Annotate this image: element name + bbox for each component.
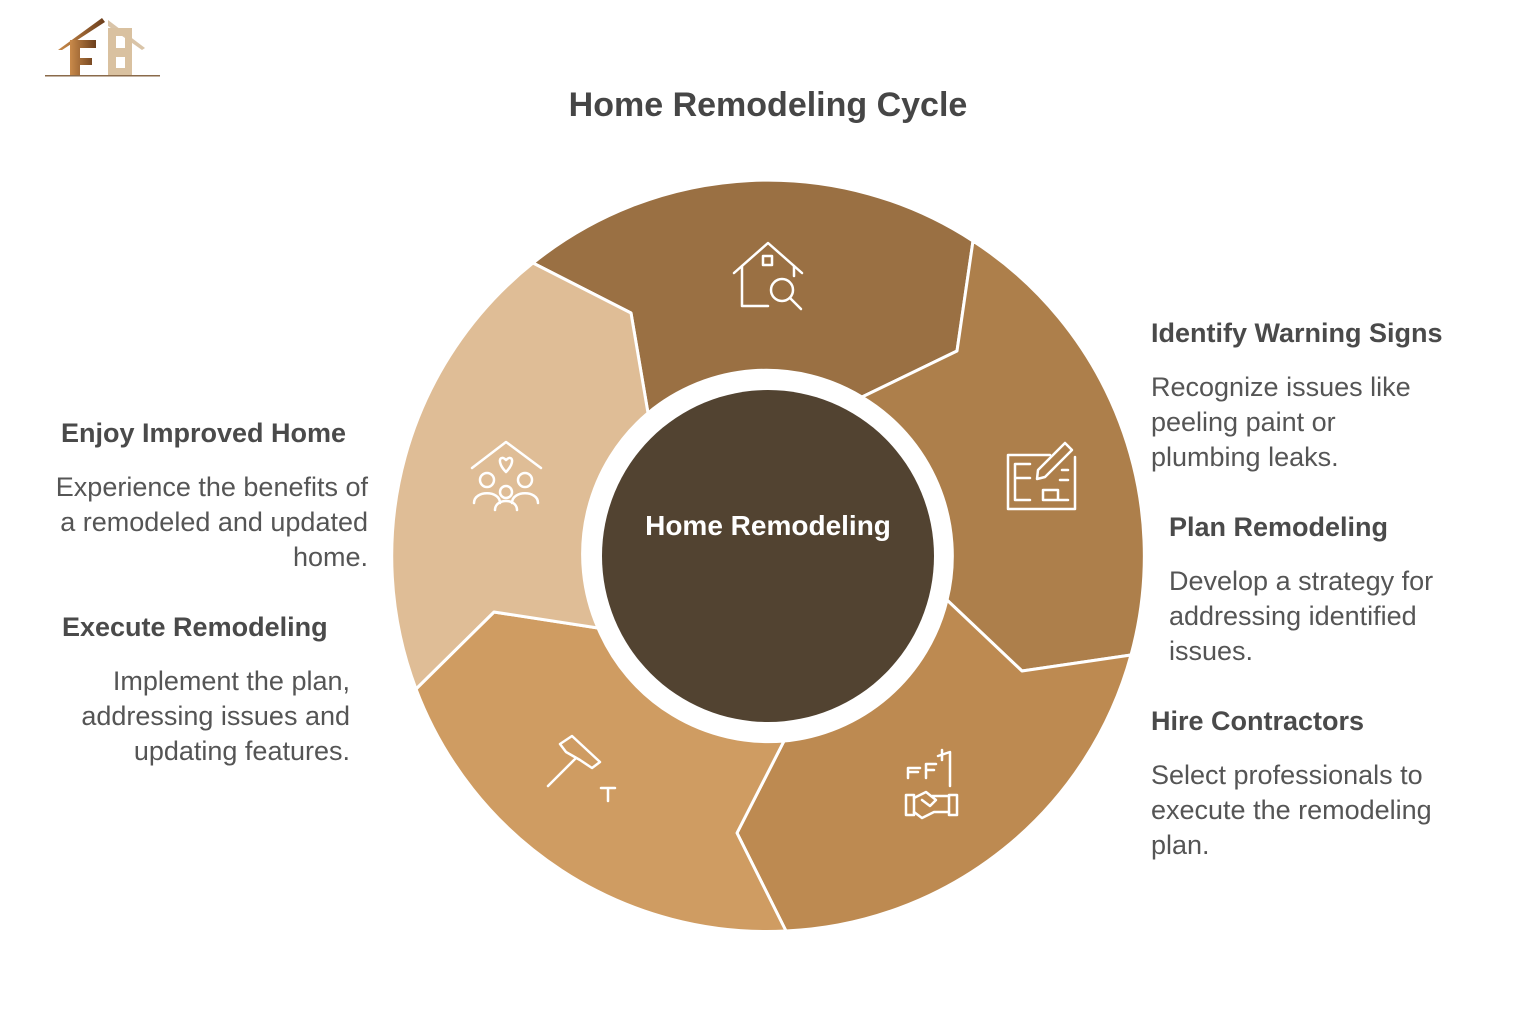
segment-execute-remodeling [414, 610, 788, 933]
house-search-icon [732, 241, 804, 311]
step-desc-plan: Develop a strategy for addressing identi… [1169, 566, 1434, 666]
step-desc-identify: Recognize issues like peeling paint or p… [1151, 372, 1411, 472]
segment-plan-remodeling [860, 239, 1146, 673]
segment-hire-contractors [735, 598, 1133, 933]
logo [45, 18, 160, 77]
segment-identify-warning-signs [531, 178, 975, 415]
center-label: Home Remodeling [645, 510, 891, 541]
step-desc-enjoy: Experience the benefits of a remodeled a… [55, 472, 368, 572]
step-desc-hire: Select professionals to execute the remo… [1151, 760, 1432, 860]
hammer-nail-icon [546, 734, 617, 803]
center-circle [602, 390, 934, 722]
step-title-hire: Hire Contractors [1151, 706, 1365, 736]
step-title-enjoy: Enjoy Improved Home [61, 418, 347, 448]
step-title-plan: Plan Remodeling [1169, 512, 1389, 542]
page-title: Home Remodeling Cycle [568, 86, 968, 124]
handshake-building-icon [904, 748, 959, 820]
step-desc-execute: Implement the plan, addressing issues an… [81, 666, 350, 766]
blueprint-pencil-icon [1006, 441, 1077, 511]
step-title-execute: Execute Remodeling [62, 612, 328, 642]
family-home-icon [470, 440, 543, 512]
step-title-identify: Identify Warning Signs [1151, 318, 1443, 348]
